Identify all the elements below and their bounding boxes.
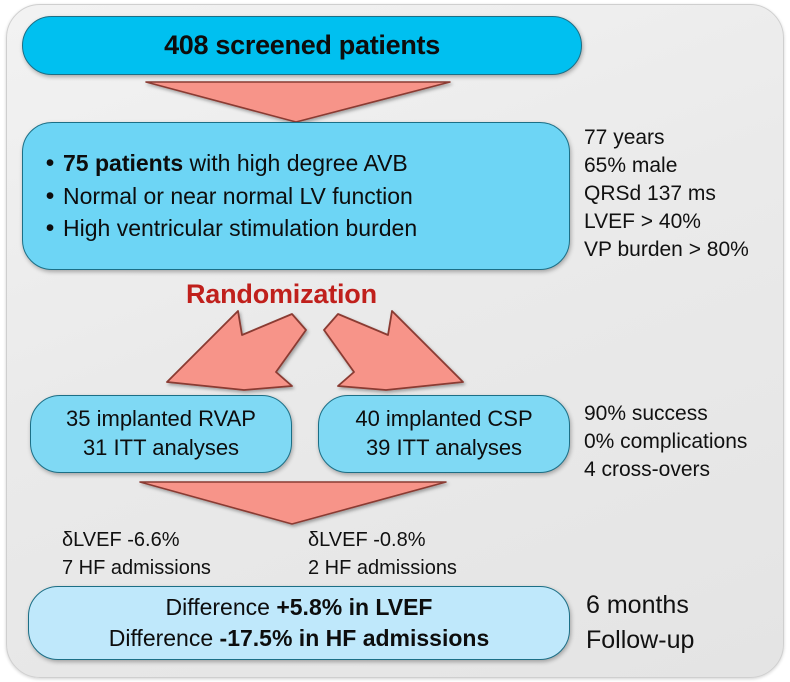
note-demographics: 77 years 65% male QRSd 137 ms LVEF > 40%… — [584, 124, 749, 264]
note-demographics-line-4: VP burden > 80% — [584, 237, 749, 261]
conclusion-line-1: Difference +5.8% in LVEF — [166, 592, 433, 623]
node-arm-csp-line-1: 40 implanted CSP — [355, 406, 533, 432]
conclusion-line-2-prefix: Difference — [108, 625, 220, 651]
note-followup-period: 6 months Follow-up — [586, 588, 694, 657]
note-demographics-line-3: LVEF > 40% — [584, 209, 701, 233]
node-screened-patients-label: 408 screened patients — [164, 30, 440, 60]
outcome-rvap-hf-admissions: 7 HF admissions — [62, 556, 211, 579]
criteria-item-0-bold: 75 patients — [63, 150, 184, 177]
criteria-item-0-rest: with high degree AVB — [183, 150, 408, 177]
note-demographics-line-2: QRSd 137 ms — [584, 181, 716, 205]
outcome-stats-csp: δLVEF -0.8% 2 HF admissions — [308, 527, 457, 582]
note-followup-line-2: Follow-up — [586, 625, 695, 654]
note-followup-line-1: 6 months — [586, 591, 689, 619]
node-arm-rvap[interactable]: 35 implanted RVAP 31 ITT analyses — [30, 395, 292, 473]
outcome-csp-hf-admissions: 2 HF admissions — [308, 556, 457, 579]
criteria-item-2: • High ventricular stimulation burden — [37, 212, 557, 245]
conclusion-line-2: Difference -17.5% in HF admissions — [109, 623, 490, 654]
randomization-label: Randomization — [186, 279, 377, 309]
node-conclusion[interactable]: Difference +5.8% in LVEF Difference -17.… — [28, 586, 570, 660]
node-arm-rvap-line-2: 31 ITT analyses — [82, 435, 240, 460]
note-procedure-line-1: 0% complications — [584, 429, 748, 453]
note-procedure-outcomes: 90% success 0% complications 4 cross-ove… — [584, 400, 747, 484]
outcome-csp-lvef: δLVEF -0.8% — [308, 529, 426, 551]
criteria-item-0-text: 75 patients with high degree AVB — [63, 147, 408, 180]
outcome-stats-rvap: δLVEF -6.6% 7 HF admissions — [62, 527, 211, 582]
conclusion-line-1-value: +5.8% in LVEF — [276, 593, 433, 620]
bullet-icon: • — [45, 149, 55, 178]
note-procedure-line-0: 90% success — [584, 402, 708, 425]
node-arm-csp-line-2: 39 ITT analyses — [365, 435, 523, 460]
note-procedure-line-2: 4 cross-overs — [584, 457, 711, 481]
note-demographics-line-1: 65% male — [584, 153, 678, 177]
note-demographics-line-0: 77 years — [584, 126, 665, 149]
node-inclusion-criteria[interactable]: • 75 patients with high degree AVB • Nor… — [22, 122, 570, 270]
conclusion-line-2-value: -17.5% in HF admissions — [219, 625, 490, 651]
node-arm-rvap-line-1: 35 implanted RVAP — [66, 406, 256, 432]
bullet-icon: • — [45, 181, 55, 210]
bullet-icon: • — [45, 214, 55, 243]
outcome-rvap-lvef: δLVEF -6.6% — [62, 529, 180, 551]
criteria-item-0: • 75 patients with high degree AVB — [37, 147, 557, 180]
criteria-item-1: • Normal or near normal LV function — [37, 180, 557, 213]
conclusion-line-1-prefix: Difference — [165, 593, 277, 620]
node-screened-patients[interactable]: 408 screened patients — [22, 16, 582, 75]
criteria-item-2-rest: High ventricular stimulation burden — [63, 215, 418, 242]
node-arm-csp[interactable]: 40 implanted CSP 39 ITT analyses — [318, 395, 570, 473]
criteria-item-1-rest: Normal or near normal LV function — [63, 182, 413, 209]
